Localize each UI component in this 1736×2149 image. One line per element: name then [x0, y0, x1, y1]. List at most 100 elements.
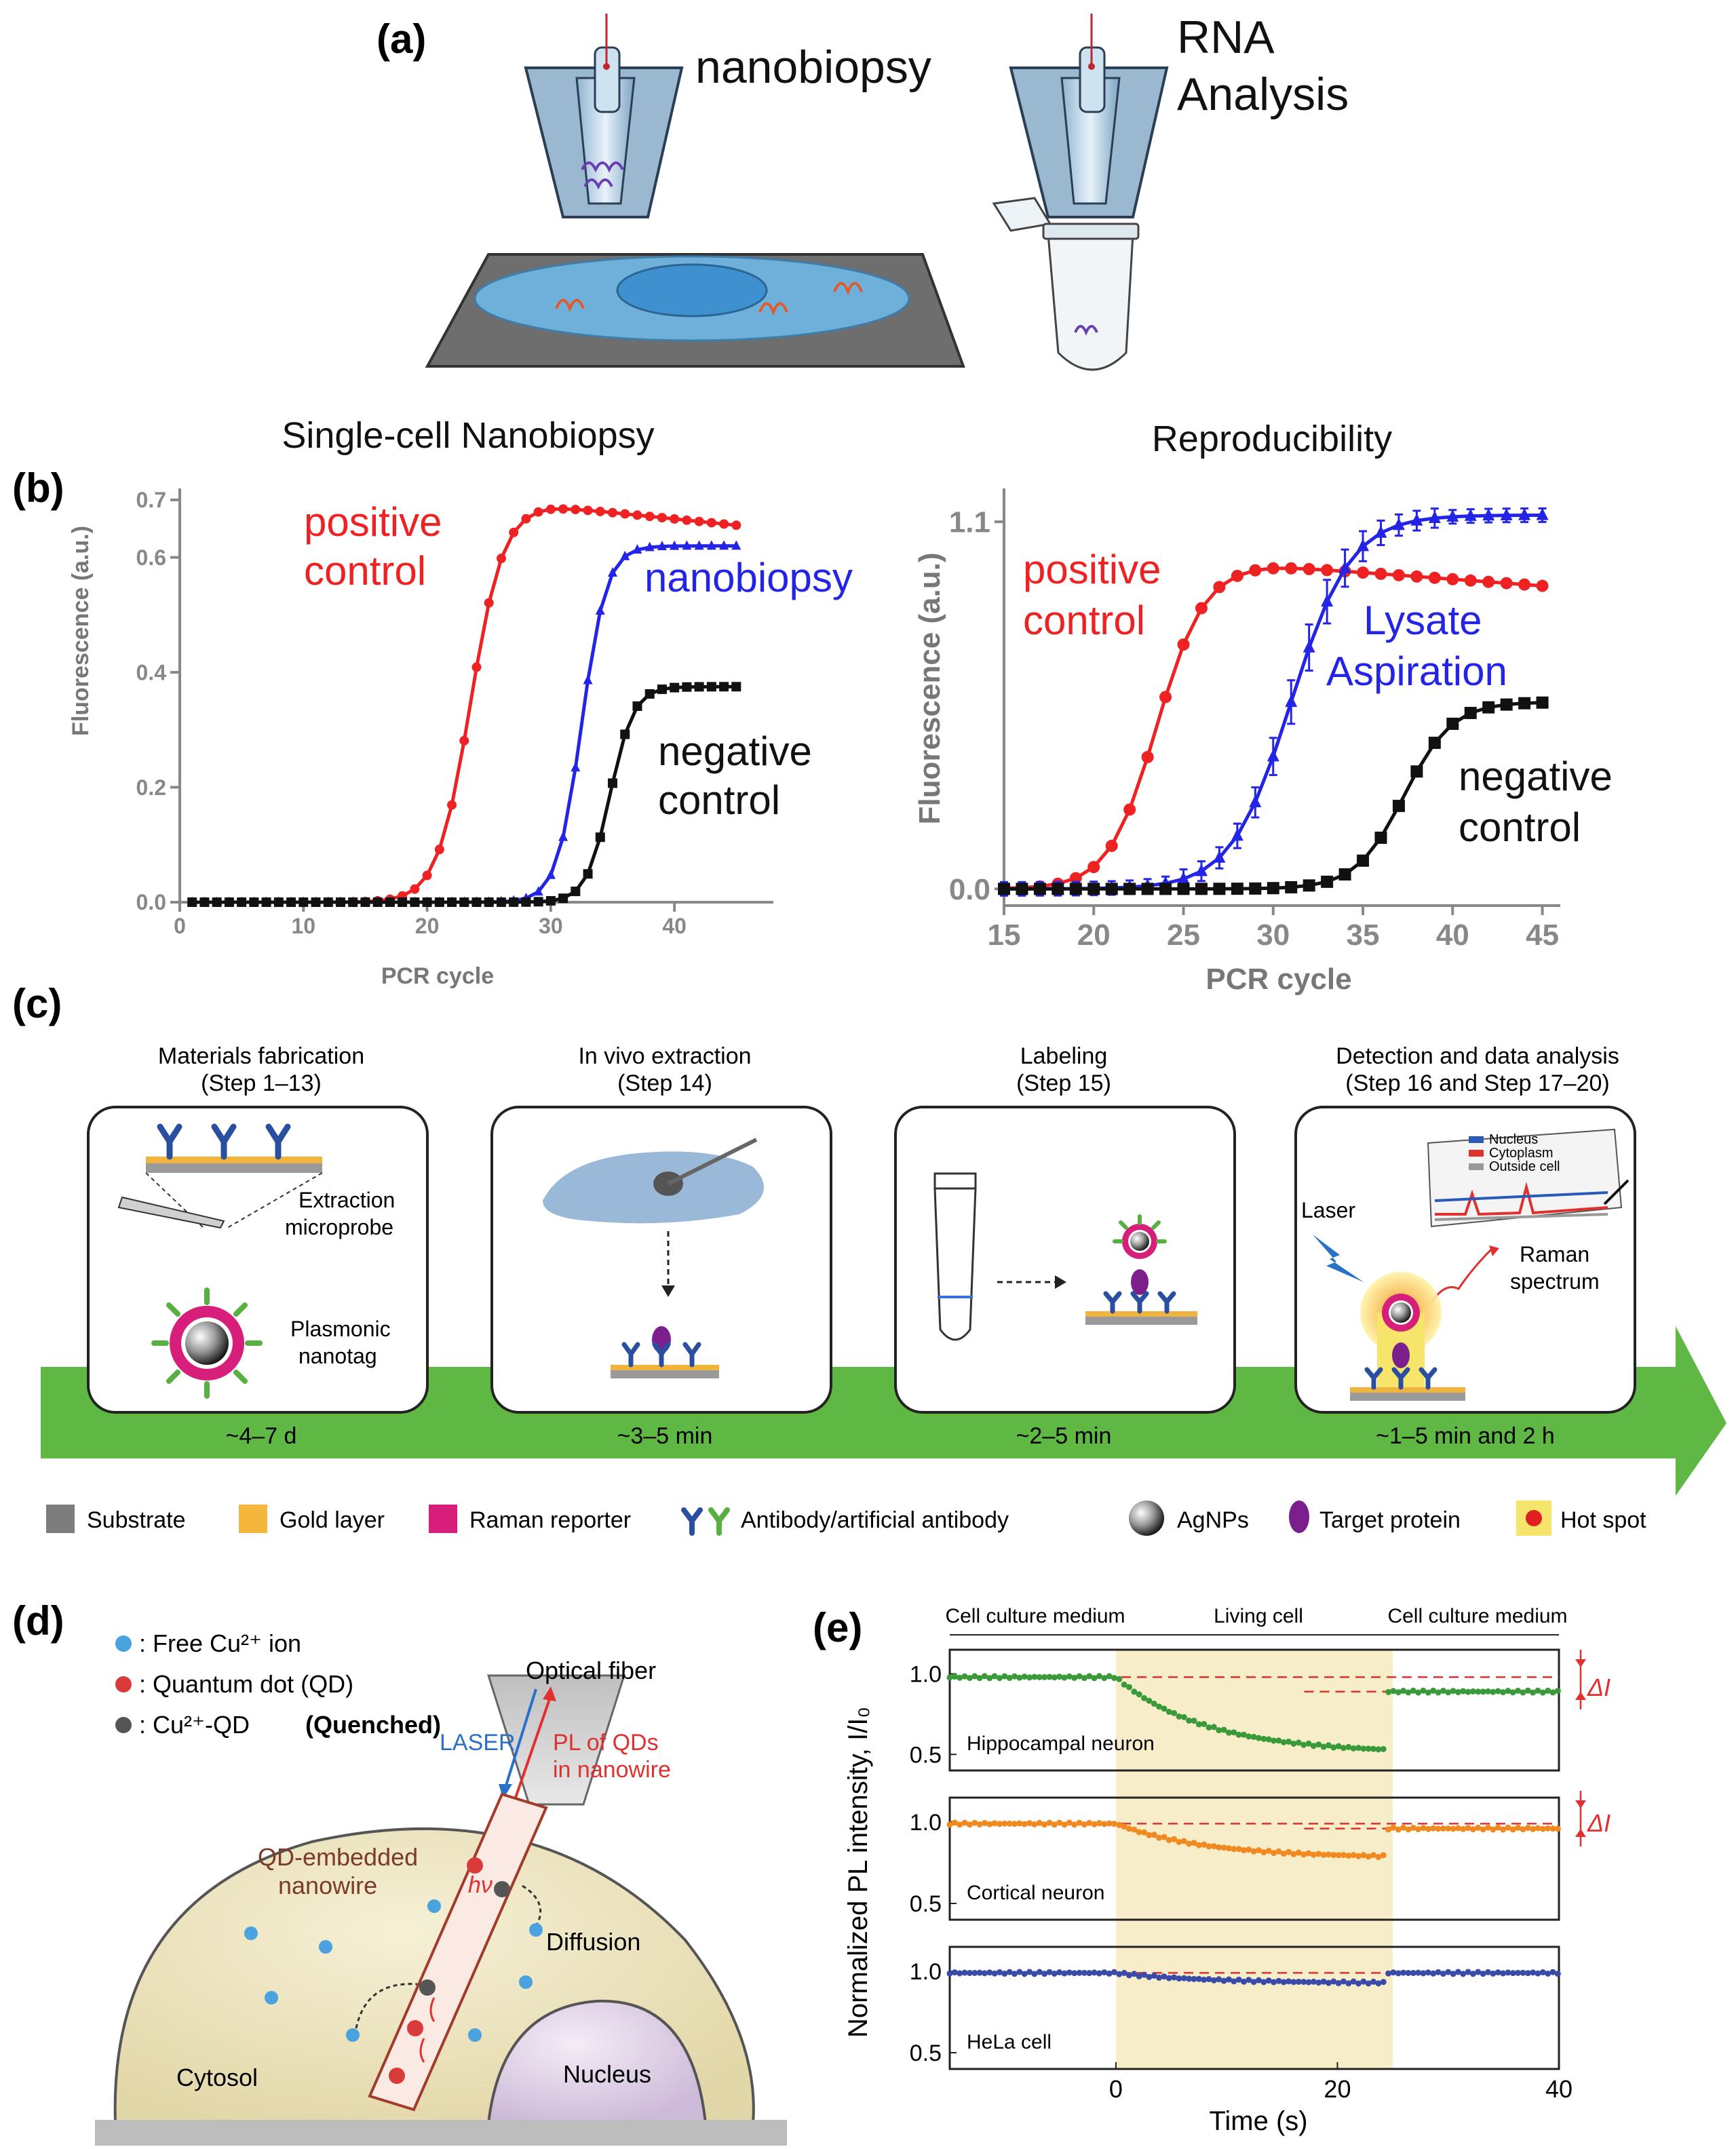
chart1-series-2-point: [224, 897, 234, 907]
chart2-series-1-point: [1249, 795, 1262, 808]
chart3-sub0-point: [1171, 1709, 1178, 1716]
chart2-series-0-point: [1231, 569, 1243, 582]
chart2-ytick-label: 1.1: [949, 506, 990, 539]
chart3-sub0-point: [971, 1673, 978, 1680]
legend-substrate-swatch: [46, 1505, 75, 1533]
substrate-bar: [95, 2120, 787, 2146]
chart1-series-0-point: [509, 527, 519, 537]
chart3-sub0-point: [957, 1674, 963, 1681]
chart3-sub1-point: [1096, 1820, 1102, 1827]
chart3-sub0-point: [991, 1673, 998, 1680]
chart2-series-2-point: [998, 883, 1010, 895]
chart3-sub0-point: [1031, 1673, 1038, 1680]
chart3-sub0-point: [1500, 1689, 1507, 1696]
chart3-ylabel: Normalized PL intensity, I/I₀: [843, 1707, 873, 2038]
chart1-series-2-point: [644, 689, 655, 699]
chart2-series-2-point: [1069, 883, 1082, 895]
chart2-series-2-point: [1285, 880, 1298, 893]
chart3-sub0-point: [986, 1675, 993, 1682]
chart1-label-nanobiopsy: nanobiopsy: [644, 555, 853, 600]
chart3-sub2-point: [1530, 1969, 1537, 1976]
chart3-sub1-point: [1380, 1852, 1387, 1859]
chart2-series-1-point: [1374, 525, 1387, 538]
chart3-sub1-point: [1210, 1843, 1217, 1850]
chart3-xtick-label: 40: [1545, 2075, 1573, 2103]
chart1-series-2-point: [620, 729, 630, 739]
chart1-series-1-point: [571, 762, 581, 772]
chart1-series-2-point: [509, 897, 519, 907]
chart3-sub0-point: [1275, 1737, 1282, 1744]
chart3-sub0-point: [1375, 1746, 1382, 1753]
step3-time: ~2–5 min: [1016, 1423, 1112, 1449]
chart3-sub1-point: [1524, 1825, 1531, 1832]
chart3-sub1-point: [1225, 1845, 1232, 1852]
chart3-sub0-point: [1001, 1673, 1008, 1680]
chart3-sub1-point: [1355, 1853, 1362, 1859]
chart2-series-2-point: [1428, 737, 1441, 750]
chart1-xtick-label: 20: [415, 914, 440, 938]
chart3-sub0-point: [1191, 1718, 1197, 1724]
chart3-sub2-point: [1554, 1971, 1561, 1977]
chart3-sub0-point: [1011, 1673, 1018, 1680]
chart3-sub0-point: [1265, 1736, 1272, 1743]
chart1-xtick-label: 10: [291, 914, 315, 938]
chart3-sub2-point: [1246, 1977, 1252, 1983]
chart3-sub1-point: [1295, 1849, 1302, 1856]
chart1-series-1-point: [644, 541, 655, 551]
chart2-series-2-point: [1087, 883, 1100, 895]
legend-qd-icon: [115, 1676, 132, 1692]
chart3-sub2-point: [1390, 1969, 1397, 1976]
chart3-sub0-ytick-label: 1.0: [910, 1662, 942, 1688]
raman-spectrum-label-1: Raman: [1520, 1242, 1589, 1266]
chart2-series-0-point: [1428, 571, 1441, 584]
chart3-sub2-point: [1445, 1969, 1452, 1975]
chart2-series-0-point: [1500, 577, 1513, 589]
chart1-series-1-point: [706, 540, 716, 550]
step1-content: Extraction microprobe Plasmonic nanotag: [117, 1123, 395, 1399]
chart3-sub0-point: [1121, 1681, 1127, 1688]
chart3-sub2-point: [1016, 1969, 1023, 1975]
chart3-sub1-point: [1370, 1852, 1377, 1859]
chart3-sub2-point: [1250, 1979, 1257, 1986]
chart3-sub0-point: [976, 1675, 983, 1682]
chart2-xtick-label: 40: [1436, 918, 1469, 952]
chart3-sub1-point: [1146, 1832, 1153, 1838]
chart3-sub1-point: [1300, 1851, 1307, 1858]
chart3-sub1-point: [1011, 1821, 1018, 1827]
chart2-series-2-point: [1321, 875, 1334, 888]
chart3-sub2-point: [1031, 1971, 1038, 1977]
chart3-sub0-point: [1420, 1687, 1427, 1694]
chart3-sub2-point: [957, 1970, 963, 1977]
chart2-series-0-point: [1446, 573, 1459, 585]
chart1-ytick-label: 0.6: [136, 545, 166, 570]
chart3-sub0-point: [1520, 1689, 1526, 1696]
chart3-sub0-point: [1066, 1673, 1073, 1680]
chart1-series-2-point: [694, 682, 704, 692]
chart3-sub1-point: [961, 1819, 968, 1826]
chart2-series-1-point: [1392, 518, 1405, 530]
chart3-sub1-point: [1195, 1842, 1202, 1848]
chart3-sub1-point: [1280, 1851, 1287, 1857]
chart3-sub1-point: [1330, 1852, 1337, 1859]
chart3-xlabel: Time (s): [1209, 2106, 1307, 2136]
chart3-sub1-point: [1430, 1825, 1437, 1832]
chart3-sub2-point: [1220, 1977, 1227, 1984]
chart2-series-2-point: [1338, 868, 1351, 881]
chart3-sub2-point: [1131, 1971, 1138, 1977]
chart3-sub1-point: [1220, 1844, 1227, 1851]
chart1-ytick-label: 0.0: [136, 890, 166, 914]
chart2-series-0-point: [1374, 567, 1387, 580]
chart3-sub0-point: [1205, 1724, 1212, 1731]
chart3-xtick-label: 0: [1109, 2075, 1123, 2103]
chart1-xtick-label: 40: [662, 914, 687, 938]
chart1-series-1-point: [558, 831, 568, 841]
chart3-sub1-point: [1515, 1824, 1522, 1831]
chart3-sub2-point: [976, 1969, 983, 1976]
seg-right-label: Cell culture medium: [1387, 1605, 1567, 1627]
chart1-series-2-point: [521, 897, 531, 907]
chart3-sub1-point: [1101, 1821, 1108, 1827]
pl-arrow: [514, 1699, 551, 1798]
chart3-sub2-point: [1315, 1979, 1322, 1986]
